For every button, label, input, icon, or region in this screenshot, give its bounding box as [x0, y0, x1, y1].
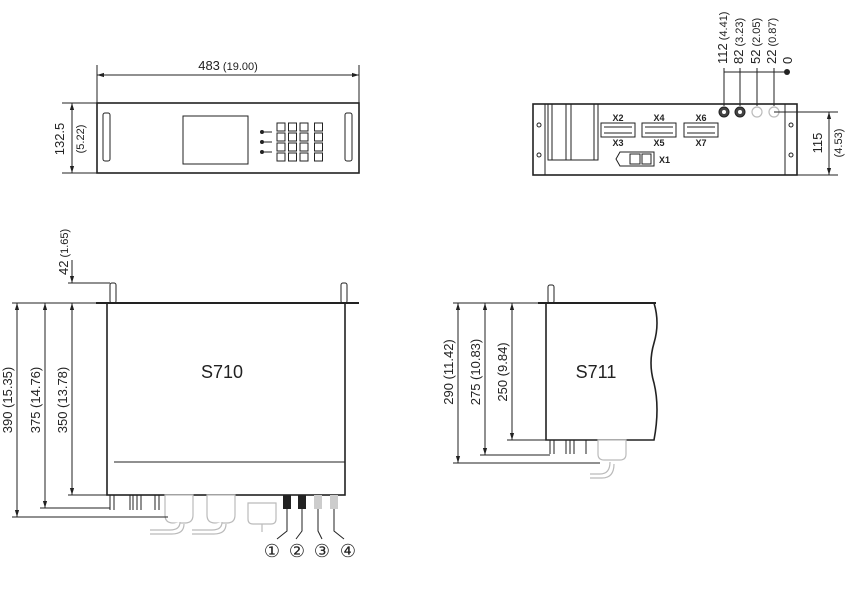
port-offset-dimensions: 112(4.41) 82(3.23) 52(2.05) 22(0.87) 0 — [715, 12, 795, 106]
keypad-key — [299, 122, 309, 132]
svg-text:0: 0 — [780, 57, 795, 64]
gas-ports — [718, 106, 780, 118]
port-callouts: ① ② ③ ④ — [264, 541, 356, 561]
svg-text:(4.53): (4.53) — [833, 129, 845, 158]
connector-x2-x3: X2 X3 — [600, 113, 636, 148]
svg-text:375 (14.76): 375 (14.76) — [28, 367, 43, 434]
svg-text:290 (11.42): 290 (11.42) — [441, 339, 456, 405]
keypad-key — [276, 142, 286, 152]
callout-3: ③ — [314, 541, 330, 561]
svg-text:X1: X1 — [659, 155, 670, 165]
svg-text:X7: X7 — [695, 138, 706, 148]
width-dimension: 483(19.00) — [198, 58, 258, 73]
s711-housing — [545, 302, 658, 441]
svg-text:275 (10.83): 275 (10.83) — [468, 339, 483, 406]
s710-cable-glands — [150, 494, 277, 535]
svg-text:250 (9.84): 250 (9.84) — [495, 342, 510, 401]
svg-text:52(2.05): 52(2.05) — [748, 18, 763, 64]
handle-left — [102, 112, 111, 162]
keypad-key — [314, 132, 323, 142]
svg-text:X3: X3 — [612, 138, 623, 148]
keypad-key — [299, 152, 309, 162]
keypad-key — [314, 142, 323, 152]
s710-dimensions: 42(1.65) 390 (15.35) 375 (14.76) 350 (13… — [0, 229, 168, 518]
front-view: 483(19.00) 132.5 (5.22) — [52, 58, 360, 174]
handle-right — [344, 112, 353, 162]
s710-label: S710 — [201, 362, 243, 382]
s710-gas-ports — [276, 495, 345, 540]
keypad-key — [276, 132, 286, 142]
heatsink — [547, 103, 599, 161]
svg-text:X2: X2 — [612, 113, 623, 123]
height-dimension-in: (5.22) — [75, 125, 87, 154]
height-dimension-mm: 132.5 — [52, 123, 67, 156]
display-screen — [182, 115, 249, 165]
svg-text:42(1.65): 42(1.65) — [56, 229, 71, 275]
svg-text:X4: X4 — [653, 113, 664, 123]
svg-text:115: 115 — [810, 133, 825, 154]
svg-text:X5: X5 — [653, 138, 664, 148]
callout-4: ④ — [340, 541, 356, 561]
callout-1: ① — [264, 541, 280, 561]
led-indicators — [260, 130, 272, 154]
callout-2: ② — [289, 541, 305, 561]
keypad-key — [276, 152, 286, 162]
svg-text:22(0.87): 22(0.87) — [764, 18, 779, 64]
keypad-key — [314, 122, 323, 132]
svg-text:X6: X6 — [695, 113, 706, 123]
s711-label: S711 — [576, 362, 617, 382]
keypad-key — [288, 142, 297, 152]
svg-text:390 (15.35): 390 (15.35) — [0, 367, 15, 434]
connector-x6-x7: X6 X7 — [683, 113, 719, 148]
s711-top-view: S711 290 (11.42) 275 (10.83) 250 (9.84) — [441, 284, 658, 479]
keypad-key — [288, 132, 297, 142]
s710-top-view: S710 ① ② ③ ④ 42(1.65) — [0, 229, 359, 561]
connector-x4-x5: X4 X5 — [641, 113, 677, 148]
power-connector-x1: X1 — [615, 151, 670, 167]
svg-text:82(3.23): 82(3.23) — [731, 18, 746, 64]
keypad — [276, 122, 323, 162]
s710-fins — [109, 495, 160, 510]
front-panel — [96, 102, 360, 174]
s710-housing — [106, 302, 346, 496]
rear-height-dimension: 115 (4.53) — [774, 111, 845, 176]
keypad-key — [314, 152, 323, 162]
keypad-key — [288, 152, 297, 162]
keypad-key — [288, 122, 297, 132]
keypad-key — [299, 132, 309, 142]
svg-text:350 (13.78): 350 (13.78) — [55, 367, 70, 434]
rear-view: X2 X3 X4 X5 X6 X7 X1 — [532, 12, 845, 176]
svg-text:112(4.41): 112(4.41) — [715, 12, 730, 64]
keypad-key — [276, 122, 286, 132]
s711-dimensions: 290 (11.42) 275 (10.83) 250 (9.84) — [441, 302, 600, 464]
keypad-key — [299, 142, 309, 152]
